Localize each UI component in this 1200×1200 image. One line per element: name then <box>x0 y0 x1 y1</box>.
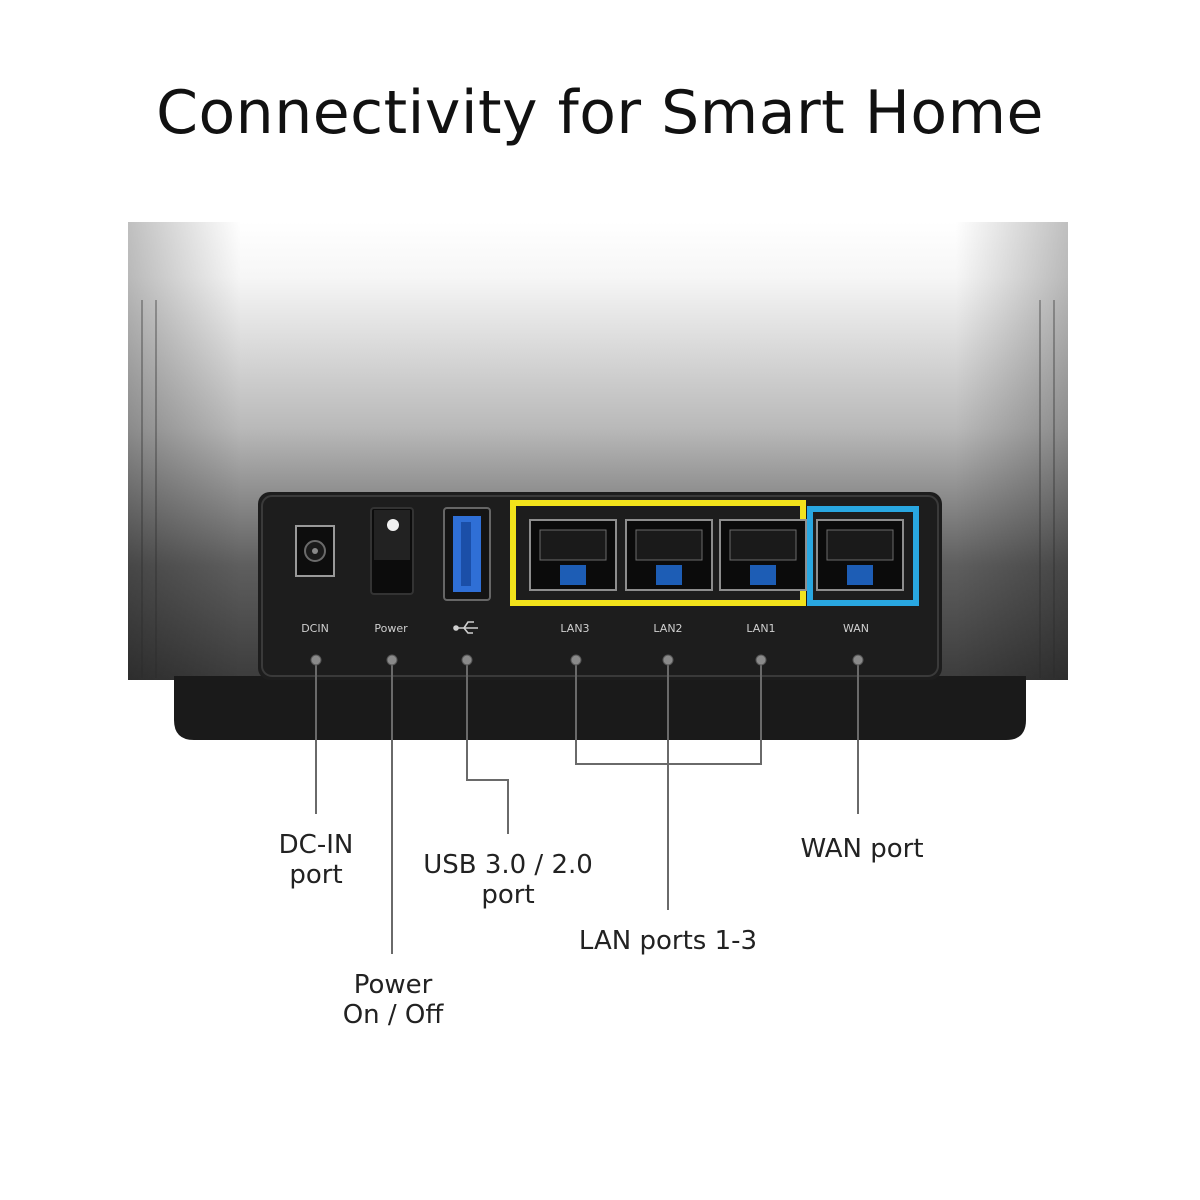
dot-lan2 <box>662 654 674 666</box>
usb-port[interactable] <box>443 507 491 601</box>
rj45-port-lan3 <box>529 519 617 591</box>
callout-usb-line1: USB 3.0 / 2.0 <box>423 850 593 880</box>
dot-dc-in <box>310 654 322 666</box>
callout-dc-in: DC-IN port <box>256 830 376 890</box>
rj45-port-lan1 <box>719 519 807 591</box>
dot-lan3 <box>570 654 582 666</box>
callout-dc-in-line1: DC-IN <box>278 830 354 860</box>
callout-dots <box>310 654 864 666</box>
callout-lan-line1: LAN ports 1-3 <box>578 926 758 956</box>
port-label-lan2: LAN2 <box>653 622 682 635</box>
callout-usb: USB 3.0 / 2.0 port <box>418 850 598 910</box>
callout-power: Power On / Off <box>318 970 468 1030</box>
rj45-port-lan2 <box>625 519 713 591</box>
dot-lan1 <box>755 654 767 666</box>
dot-usb <box>461 654 473 666</box>
callout-power-line1: Power <box>353 970 433 1000</box>
port-label-dcin: DCIN <box>301 622 329 635</box>
page-title: Connectivity for Smart Home <box>156 78 1044 148</box>
usb-icon <box>453 621 478 634</box>
callout-dc-in-line2: port <box>289 860 343 890</box>
callout-wan: WAN port <box>782 834 942 864</box>
port-label-lan1: LAN1 <box>746 622 775 635</box>
dot-wan <box>852 654 864 666</box>
dc-in-jack <box>295 525 335 577</box>
port-label-lan3: LAN3 <box>560 622 589 635</box>
callout-usb-line2: port <box>481 880 535 910</box>
dot-power <box>386 654 398 666</box>
wan-frame <box>807 506 919 606</box>
leader-usb <box>466 660 509 834</box>
callout-lan: LAN ports 1-3 <box>558 926 778 956</box>
callout-power-line2: On / Off <box>342 1000 444 1030</box>
rj45-port-wan <box>816 519 904 591</box>
port-label-wan: WAN <box>843 622 869 635</box>
power-switch[interactable] <box>370 507 414 595</box>
device-base <box>174 676 1026 740</box>
cooling-fins <box>141 300 1055 678</box>
leader-lines <box>315 660 859 954</box>
port-label-power: Power <box>374 622 408 635</box>
callout-wan-line1: WAN port <box>800 834 924 864</box>
